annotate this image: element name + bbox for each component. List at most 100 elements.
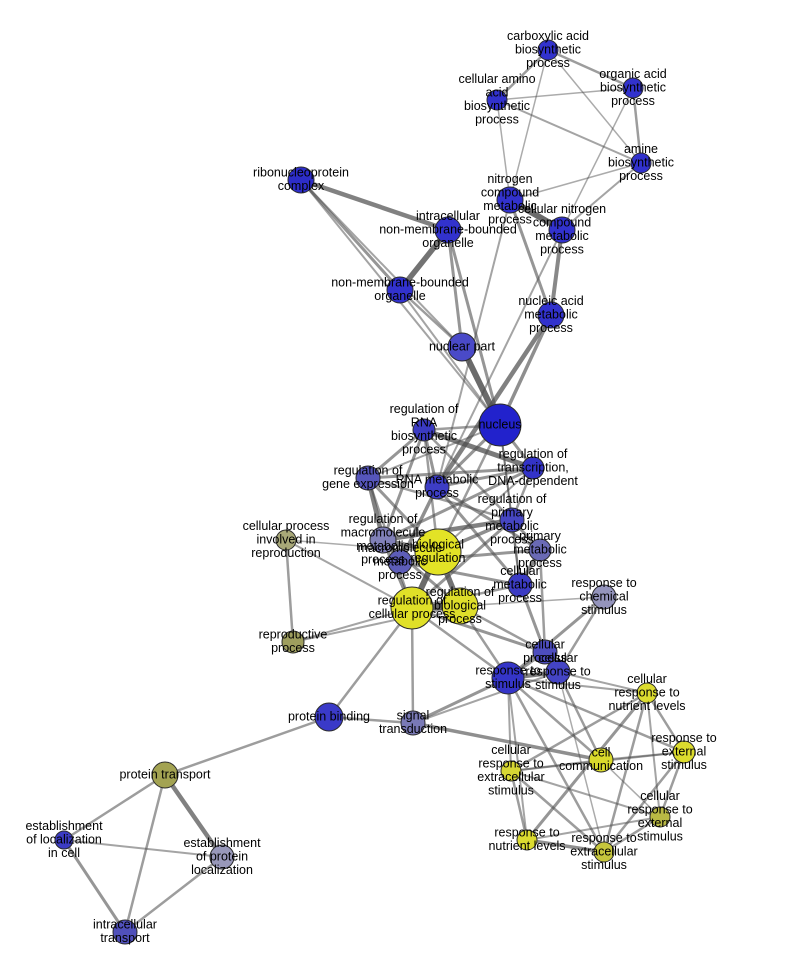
edge-response-nutrient--response-extracellular	[525, 838, 606, 854]
node-cellular-response-nutrient[interactable]	[636, 682, 658, 704]
edge-cellular-response-extracellular--cellular-response-external	[510, 770, 661, 818]
edge-cellular-response-external--response-extracellular	[602, 815, 662, 854]
node-cell-communication[interactable]	[588, 747, 614, 773]
edge-ribonucleoprotein-complex--intracellular-nmb-organelle	[298, 177, 451, 233]
node-intracellular-nmb-organelle[interactable]	[434, 216, 462, 244]
edge-reg-rna-biosynthetic--reg-macromolecule-metabolic	[381, 428, 426, 542]
edge-response-stimulus--response-external	[506, 676, 686, 754]
node-cellular-process-reproduction[interactable]	[275, 529, 297, 551]
node-protein-binding[interactable]	[314, 702, 344, 732]
node-cellular-amino-acid-biosynthetic[interactable]	[486, 89, 508, 111]
edge-cell-communication--signal-transduction	[411, 721, 603, 762]
node-response-chemical[interactable]	[591, 584, 617, 610]
node-response-external[interactable]	[672, 740, 696, 764]
edge-response-stimulus--cell-communication	[506, 676, 603, 762]
node-reg-primary-metabolic[interactable]	[499, 507, 525, 533]
node-rna-metabolic[interactable]	[424, 474, 450, 500]
node-organic-acid-biosynthetic[interactable]	[622, 77, 644, 99]
node-intracellular-transport[interactable]	[112, 919, 138, 945]
node-nuclear-part[interactable]	[447, 332, 477, 362]
node-biological-regulation[interactable]	[414, 528, 462, 576]
node-carboxylic-acid-biosynthetic[interactable]	[537, 39, 559, 61]
edge-carboxylic-acid-biosynthetic--amine-biosynthetic	[547, 49, 642, 164]
node-nucleic-acid-metabolic[interactable]	[537, 301, 565, 329]
edge-carboxylic-acid-biosynthetic--organic-acid-biosynthetic	[546, 48, 635, 90]
edge-protein-transport--establishment-protein-localization	[162, 772, 225, 860]
edge-cellular-response-stimulus--signal-transduction	[412, 671, 559, 724]
node-reg-cellular-process[interactable]	[390, 586, 434, 630]
edge-cellular-response-nutrient--response-external	[645, 691, 686, 754]
edge-organic-acid-biosynthetic--amine-biosynthetic	[631, 86, 643, 165]
edge-cellular-nitrogen-compound-metabolic--nucleic-acid-metabolic	[549, 228, 564, 317]
node-response-stimulus[interactable]	[491, 661, 525, 695]
edge-protein-binding--reg-cellular-process	[327, 606, 414, 719]
edge-organic-acid-biosynthetic--cellular-amino-acid-biosynthetic	[496, 87, 634, 101]
edge-response-stimulus--response-nutrient	[507, 677, 528, 841]
node-establishment-protein-localization[interactable]	[209, 844, 235, 870]
edge-reg-cellular-process--cellular-process	[410, 606, 547, 654]
node-ribonucleoprotein-complex[interactable]	[287, 166, 315, 194]
edge-amine-biosynthetic--cellular-nitrogen-compound-metabolic	[561, 162, 642, 231]
edge-protein-transport--intracellular-transport	[123, 773, 167, 934]
node-reg-rna-biosynthetic[interactable]	[412, 418, 436, 442]
edge-ribonucleoprotein-complex--nuclear-part	[300, 179, 463, 348]
edge-establishment-localization-cell--establishment-protein-localization	[63, 839, 223, 858]
edge-reg-rna-biosynthetic--reg-transcription-dna-dep	[421, 427, 536, 471]
node-signal-transduction[interactable]	[400, 710, 426, 736]
edge-layer	[62, 48, 686, 934]
edge-establishment-localization-cell--intracellular-transport	[62, 838, 127, 934]
edge-response-chemical--cellular-response-stimulus	[556, 595, 606, 674]
node-cellular-nitrogen-compound-metabolic[interactable]	[548, 216, 576, 244]
node-cellular-process[interactable]	[532, 639, 558, 665]
node-macromolecule-metabolic[interactable]	[387, 549, 413, 575]
node-reg-transcription-dna-dep[interactable]	[521, 456, 545, 480]
edge-cellular-response-nutrient--cellular-response-extracellular	[509, 691, 649, 773]
node-amine-biosynthetic[interactable]	[630, 152, 652, 174]
edge-cellular-response-extracellular--response-extracellular	[509, 769, 606, 854]
edge-cellular-response-extracellular--response-nutrient	[509, 769, 529, 842]
edge-reg-rna-biosynthetic--reg-primary-metabolic	[422, 428, 514, 522]
edge-response-chemical--response-stimulus	[506, 595, 606, 680]
edge-cellular-amino-acid-biosynthetic--amine-biosynthetic	[496, 99, 642, 164]
edge-response-external--response-extracellular	[602, 750, 686, 854]
edge-cellular-amino-acid-biosynthetic--nitrogen-compound-metabolic	[496, 99, 511, 201]
edge-organic-acid-biosynthetic--cellular-nitrogen-compound-metabolic	[561, 87, 634, 231]
edge-rna-metabolic--macromolecule-metabolic	[398, 485, 439, 564]
node-cellular-metabolic[interactable]	[507, 572, 533, 598]
edge-response-chemical--reg-biological-process	[459, 596, 605, 607]
edge-nitrogen-compound-metabolic--nucleic-acid-metabolic	[508, 198, 553, 317]
edge-cellular-process-reproduction--biological-regulation	[285, 539, 439, 553]
node-response-nutrient[interactable]	[516, 829, 538, 851]
node-cellular-response-stimulus[interactable]	[545, 659, 571, 685]
node-cellular-response-external[interactable]	[649, 806, 671, 828]
edge-nmb-organelle--nucleus	[399, 289, 501, 426]
node-primary-metabolic[interactable]	[528, 538, 552, 562]
edge-cell-communication--cellular-response-external	[600, 759, 661, 818]
node-establishment-localization-cell[interactable]	[54, 830, 74, 850]
node-nitrogen-compound-metabolic[interactable]	[496, 186, 524, 214]
edge-cellular-response-stimulus--cell-communication	[556, 670, 603, 762]
edge-cellular-response-external--response-nutrient	[526, 816, 661, 841]
edge-response-stimulus--signal-transduction	[411, 676, 510, 725]
edge-intracellular-nmb-organelle--nuclear-part	[446, 228, 464, 349]
edge-reg-transcription-dna-dep--rna-metabolic	[435, 466, 535, 489]
edge-protein-binding--protein-transport	[163, 715, 331, 777]
edge-primary-metabolic--cellular-process	[538, 548, 547, 654]
edge-protein-transport--establishment-localization-cell	[62, 773, 167, 842]
node-nucleus[interactable]	[478, 403, 522, 447]
node-protein-transport[interactable]	[151, 761, 179, 789]
edge-nucleic-acid-metabolic--rna-metabolic	[434, 312, 554, 490]
node-cellular-response-extracellular[interactable]	[500, 760, 522, 782]
edge-reg-transcription-dna-dep--reg-gene-expression	[366, 466, 535, 480]
node-layer	[54, 39, 696, 945]
node-reproductive-process[interactable]	[281, 630, 305, 654]
node-response-extracellular[interactable]	[593, 841, 615, 863]
node-reg-macromolecule-metabolic[interactable]	[369, 526, 397, 554]
node-reg-biological-process[interactable]	[441, 587, 479, 625]
node-nmb-organelle[interactable]	[386, 276, 414, 304]
edge-establishment-protein-localization--intracellular-transport	[123, 855, 224, 934]
edge-carboxylic-acid-biosynthetic--nitrogen-compound-metabolic	[509, 49, 549, 201]
edge-cellular-process-reproduction--reg-cellular-process	[285, 539, 413, 609]
node-reg-gene-expression[interactable]	[355, 465, 381, 491]
